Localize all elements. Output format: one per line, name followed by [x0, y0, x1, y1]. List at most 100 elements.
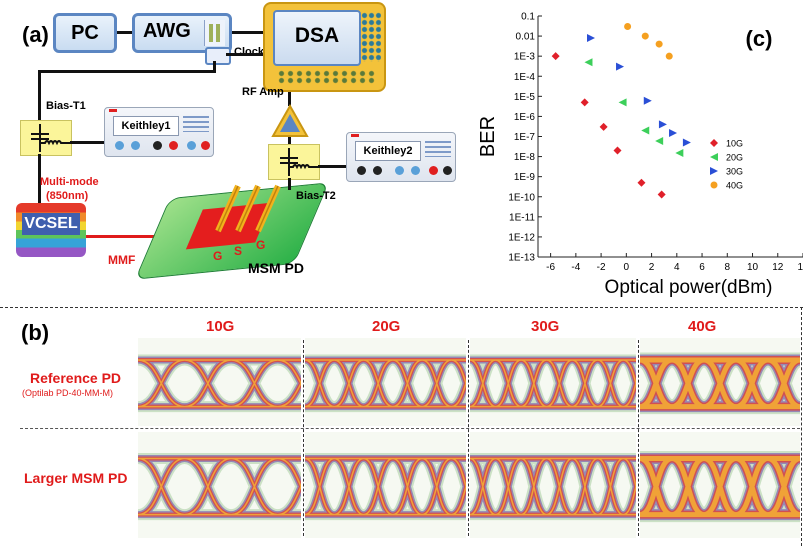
dsa-label: DSA	[294, 24, 340, 47]
data-point-20g	[641, 126, 650, 135]
x-tick-label: 8	[725, 262, 731, 273]
data-point-10g	[580, 98, 589, 107]
x-tick-label: 2	[649, 262, 655, 273]
mmf-fiber	[86, 235, 166, 238]
awg-trigger-module	[205, 47, 231, 65]
msm-pd-label: MSM PD	[248, 260, 304, 276]
data-point-20g	[584, 58, 593, 67]
data-point-30g	[587, 34, 595, 43]
electrode-s: S	[234, 244, 243, 258]
data-point-20g	[675, 149, 684, 158]
awg-connector-panel	[204, 20, 225, 46]
chart-points	[551, 23, 691, 199]
data-point-40g	[624, 23, 632, 31]
chart-axes: 0.10.011E-31E-41E-51E-61E-71E-81E-91E-10…	[477, 12, 803, 298]
y-tick-label: 1E-10	[508, 192, 535, 203]
eye-diagram	[138, 338, 301, 426]
bias-t1-label: Bias-T1	[46, 100, 86, 112]
dsa-buttons	[361, 12, 381, 62]
electrode-g1: G	[213, 249, 223, 263]
data-point-20g	[655, 136, 664, 145]
rf-amp-icon	[271, 104, 309, 137]
data-point-40g	[665, 52, 673, 60]
data-point-40g	[655, 40, 663, 48]
x-tick-label: 6	[699, 262, 705, 273]
y-tick-label: 1E-13	[508, 253, 535, 264]
dsa-screen: DSA	[273, 10, 361, 66]
clock-wire	[226, 53, 266, 56]
data-point-10g	[551, 52, 560, 61]
panel-label-c: (c)	[746, 26, 773, 51]
wavelength-label: (850nm)	[46, 190, 89, 202]
pc-label: PC	[71, 22, 99, 44]
rate-label-40g: 40G	[688, 318, 717, 335]
legend-label-20g: 20G	[726, 153, 743, 163]
awg-dsa-wire	[232, 31, 264, 34]
eye-diagram	[470, 432, 636, 538]
legend-label-30g: 30G	[726, 167, 743, 177]
legend-marker-20g	[710, 153, 718, 161]
rate-label-10g: 10G	[206, 318, 235, 335]
keithley1-label: Keithley1	[113, 116, 179, 136]
row-sublabel-reference-pd: (Optilab PD-40-MM-M)	[22, 388, 114, 398]
bias-t1-box	[20, 120, 72, 156]
legend-label-10g: 10G	[726, 139, 743, 149]
awg-label: AWG	[143, 20, 191, 42]
eye-diagram	[640, 338, 800, 426]
eye-diagram	[138, 432, 301, 538]
row-label-larger-msm-pd: Larger MSM PD	[24, 470, 128, 486]
data-point-10g	[657, 190, 666, 199]
x-tick-label: 0	[624, 262, 630, 273]
y-tick-label: 1E-4	[514, 72, 536, 83]
mmf-label: MMF	[108, 253, 136, 267]
bias-t2-label: Bias-T2	[296, 190, 336, 202]
pc-awg-wire	[117, 31, 132, 34]
awg-biast1-wire	[38, 70, 216, 73]
y-tick-label: 0.01	[516, 32, 536, 43]
data-point-30g	[669, 128, 678, 137]
ber-chart: (c) 0.10.011E-31E-41E-51E-61E-71E-81E-91…	[477, 12, 803, 298]
legend-label-40g: 40G	[726, 181, 743, 191]
data-point-30g	[658, 120, 667, 129]
keithley2-label: Keithley2	[355, 141, 421, 161]
data-point-10g	[599, 122, 608, 131]
panel-label-a: (a)	[22, 22, 49, 47]
data-point-30g	[643, 96, 652, 105]
legend-marker-10g	[710, 139, 718, 147]
y-tick-label: 1E-7	[514, 132, 536, 143]
data-point-30g	[682, 138, 691, 147]
data-point-10g	[637, 178, 646, 187]
y-tick-label: 1E-9	[514, 172, 536, 183]
data-point-30g	[616, 62, 625, 71]
eye-diagram	[470, 338, 636, 426]
x-tick-label: 4	[674, 262, 680, 273]
x-axis-title: Optical power(dBm)	[605, 277, 773, 298]
rate-label-30g: 30G	[531, 318, 560, 335]
chart-legend: 10G 20G 30G 40G	[710, 139, 743, 191]
eye-diagram	[305, 432, 466, 538]
dsa-ports	[277, 70, 377, 84]
row-label-reference-pd: Reference PD	[30, 370, 122, 386]
x-tick-label: 14	[797, 262, 803, 273]
x-tick-label: -2	[597, 262, 606, 273]
y-tick-label: 1E-11	[509, 212, 535, 223]
x-tick-label: 12	[772, 262, 784, 273]
y-tick-label: 1E-8	[514, 152, 536, 163]
rf-probe-icon	[215, 184, 281, 233]
x-tick-label: -6	[546, 262, 555, 273]
legend-marker-40g	[710, 181, 718, 189]
eye-diagram	[640, 432, 800, 538]
data-point-20g	[618, 98, 627, 107]
keithley1-box: Keithley1	[104, 107, 214, 157]
x-tick-label: -4	[571, 262, 580, 273]
eye-diagram	[305, 338, 466, 426]
legend-marker-30g	[710, 167, 718, 175]
y-tick-label: 1E-12	[508, 232, 535, 243]
electrode-g2: G	[256, 238, 266, 252]
vcsel-block: VCSEL	[16, 203, 86, 257]
y-tick-label: 1E-6	[514, 112, 536, 123]
data-point-40g	[641, 32, 649, 40]
y-tick-label: 1E-5	[514, 92, 536, 103]
vcsel-label: VCSEL	[22, 213, 80, 235]
y-axis-title: BER	[477, 116, 499, 157]
